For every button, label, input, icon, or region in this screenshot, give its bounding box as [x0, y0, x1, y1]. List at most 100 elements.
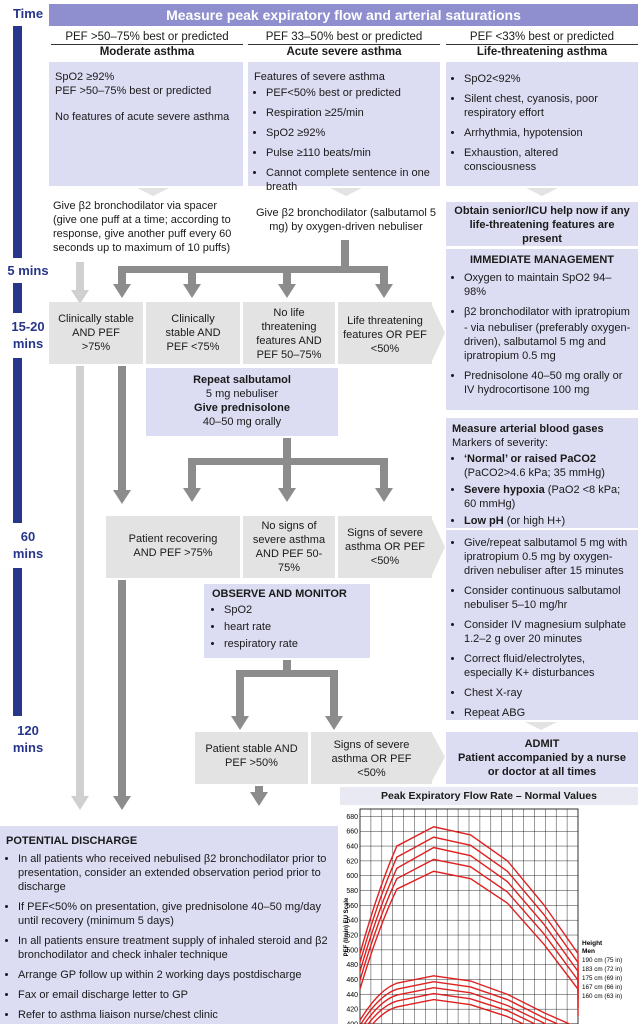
connector [341, 240, 349, 268]
repeat-line: Repeat salbutamol [193, 374, 291, 386]
abg-item: Low pH (or high H+) [464, 514, 632, 528]
arrow-down-icon [278, 284, 296, 298]
arrow-down-icon [250, 792, 268, 806]
connector [380, 266, 388, 286]
row2-severe: Signs of severe asthma OR PEF <50% [338, 516, 432, 578]
header-life-pef: PEF <33% best or predicted [469, 31, 615, 43]
observe-item: heart rate [224, 620, 362, 634]
header-severe-title: Acute severe asthma [248, 44, 440, 59]
connector [255, 786, 263, 794]
abg-item-rest: (or high H+) [503, 515, 566, 527]
abg-item: ‘Normal’ or raised PaCO2 (PaCO2>4.6 kPa;… [464, 452, 632, 480]
series-line [359, 858, 579, 1008]
row1-stable-pef-75: Clinically stable AND PEF >75% [49, 302, 143, 364]
header-moderate-pef: PEF >50–75% best or predicted [65, 31, 229, 43]
connector [283, 660, 291, 674]
connector [118, 266, 388, 273]
y-tick-label: 480 [346, 962, 358, 969]
connector [118, 266, 126, 286]
timeline-bar-4 [13, 568, 22, 716]
potential-discharge-box: POTENTIAL DISCHARGE In all patients who … [0, 826, 338, 1024]
connector [118, 580, 126, 796]
header-life: PEF <33% best or predicted Life-threaten… [446, 30, 638, 61]
abg-item-bold: Low pH [464, 515, 504, 527]
y-tick-label: 540 [346, 918, 358, 925]
time-60-mins: 60 mins [12, 529, 44, 561]
senior-help-box: Obtain senior/ICU help now if any life-t… [446, 202, 638, 246]
discharge-item: Fax or email discharge letter to GP [18, 988, 332, 1002]
admit-title: ADMIT [524, 738, 560, 750]
abg-subtitle: Markers of severity: [452, 437, 548, 449]
legend-item: 183 cm (72 in) [582, 966, 622, 973]
immediate-management-box: IMMEDIATE MANAGEMENT Oxygen to maintain … [446, 249, 638, 410]
connector [188, 458, 196, 490]
legend-group: Men [582, 948, 595, 955]
series-line [359, 975, 572, 1024]
admit-text: Patient accompanied by a nurse or doctor… [457, 752, 627, 778]
admit-box: ADMIT Patient accompanied by a nurse or … [446, 732, 638, 784]
observe-item: SpO2 [224, 603, 362, 617]
connector [76, 262, 84, 292]
row1-no-life-threat: No life threatening features AND PEF 50–… [243, 302, 335, 364]
discharge-item: If PEF<50% on presentation, give prednis… [18, 900, 332, 928]
arrow-down-icon [71, 796, 89, 810]
abg-item-bold: ‘Normal’ or raised PaCO2 [464, 453, 597, 465]
series-line [371, 998, 526, 1024]
abg-item-bold: Severe hypoxia [464, 484, 545, 496]
series-line [359, 836, 579, 992]
arrow-down-icon [71, 290, 89, 304]
life-feature: Exhaustion, altered consciousness [464, 146, 632, 174]
immediate-item: Prednisolone 40–50 mg orally or IV hydro… [464, 369, 632, 397]
arrow-down-icon [375, 488, 393, 502]
time-15-20-mins: 15-20 mins [11, 319, 45, 351]
immediate-item: Oxygen to maintain SpO2 94–98% [464, 271, 632, 299]
discharge-item: Arrange GP follow up within 2 working da… [18, 968, 332, 982]
severe-feature: PEF<50% best or predicted [266, 86, 434, 100]
time-header: Time [12, 6, 44, 21]
y-tick-label: 460 [346, 977, 358, 984]
y-tick-label: 440 [346, 992, 358, 999]
row3-severe: Signs of severe asthma OR PEF <50% [311, 732, 432, 784]
immediate-title: IMMEDIATE MANAGEMENT [469, 254, 614, 266]
discharge-item: Refer to asthma liaison nurse/chest clin… [18, 1008, 332, 1022]
observe-monitor-box: OBSERVE AND MONITOR SpO2 heart rate resp… [204, 584, 370, 658]
series-line [367, 992, 537, 1024]
connector [188, 266, 196, 286]
severe-feature: Respiration ≥25/min [266, 106, 434, 120]
time-120-mins: 120 mins [12, 723, 44, 755]
y-tick-label: 580 [346, 888, 358, 895]
give-spacer-text: Give β2 bronchodilator via spacer (give … [53, 200, 232, 254]
row1-stable-pef-lt75: Clinically stable AND PEF <75% [146, 302, 240, 364]
pef-chart: 4004204404604805005205405605806006206406… [344, 808, 622, 1024]
repeat-line: Give prednisolone [194, 402, 290, 414]
header-severe: PEF 33–50% best or predicted Acute sever… [248, 30, 440, 61]
severe-feature: Pulse ≥110 beats/min [266, 146, 434, 160]
row2-recovering: Patient recovering AND PEF >75% [106, 516, 240, 578]
y-tick-label: 520 [346, 933, 358, 940]
severe-features-box: Features of severe asthma PEF<50% best o… [248, 62, 440, 193]
legend-item: 190 cm (75 in) [582, 957, 622, 964]
severe-mgmt-item: Repeat ABG [464, 706, 632, 720]
chevron-right-icon [432, 733, 445, 781]
chevron-right-icon [432, 519, 445, 575]
life-features-box: SpO2<92% Silent chest, cyanosis, poor re… [446, 62, 638, 186]
connector [380, 458, 388, 490]
connector [330, 670, 338, 718]
chevron-right-icon [432, 305, 445, 361]
abg-item: Severe hypoxia (PaO2 <8 kPa; 60 mmHg) [464, 483, 632, 511]
severe-mgmt-item: Consider IV magnesium sulphate 1.2–2 g o… [464, 618, 632, 646]
immediate-item: β2 bronchodilator with ipratropium [464, 305, 632, 319]
row2-no-severe: No signs of severe asthma AND PEF 50-75% [243, 516, 335, 578]
arrow-down-icon [113, 796, 131, 810]
moderate-features-box: SpO2 ≥92% PEF >50–75% best or predicted … [49, 62, 243, 186]
row1-life-threat: Life threatening features OR PEF <50% [338, 302, 432, 364]
discharge-item: In all patients ensure treatment supply … [18, 934, 332, 962]
connector [236, 670, 244, 718]
abg-title: Measure arterial blood gases [452, 423, 604, 435]
timeline-bar-3 [13, 358, 22, 523]
severe-management-box: Give/repeat salbutamol 5 mg with ipratro… [446, 530, 638, 720]
connector [283, 438, 291, 460]
time-5-mins: 5 mins [7, 263, 49, 278]
severe-mgmt-item: Correct fluid/electrolytes, especially K… [464, 652, 632, 680]
severe-mgmt-item: Chest X-ray [464, 686, 632, 700]
